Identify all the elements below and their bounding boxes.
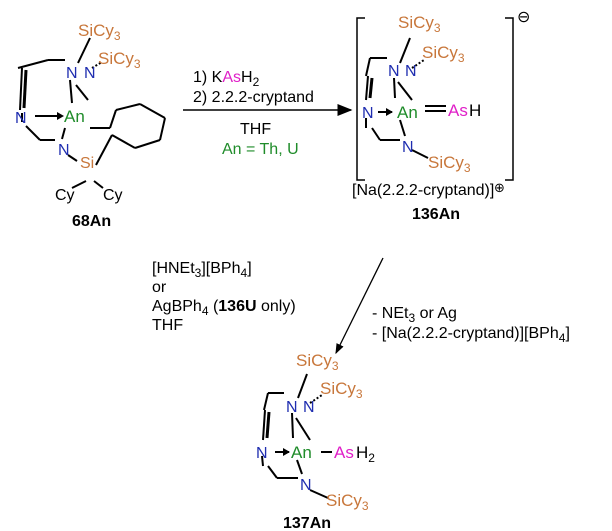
n-label-68-b: N: [84, 65, 96, 82]
reaction-arrow-2: [335, 257, 384, 355]
bonds-68An: [17, 37, 166, 189]
n-label-137-b: N: [303, 399, 315, 416]
n-label-68-bottom: N: [58, 142, 70, 159]
compound-136An: ⊖ ⊕ SiCy3 SiCy3 N N N An As H N: [352, 9, 530, 223]
bonds-136An: [365, 37, 446, 159]
si-label-136-top: SiCy3: [398, 13, 441, 35]
compound-label-68An: 68An: [72, 213, 111, 230]
si-label-137-bottom: SiCy3: [326, 491, 369, 513]
si-label-136-bottom: SiCy3: [428, 153, 471, 175]
bracket-left: [356, 17, 365, 181]
step2-reagent-1: [HNEt3][BPh4]: [152, 260, 252, 280]
n-label-136-left: N: [362, 105, 374, 122]
cy-label-68-right: Cy: [103, 187, 123, 204]
reagent-1: 1) KAsH2: [193, 69, 260, 89]
n-label-68-a: N: [66, 65, 78, 82]
n-label-68-left: N: [15, 110, 27, 127]
si-label-68-top: SiCy3: [78, 21, 121, 43]
h-label-136: H: [469, 101, 481, 120]
compound-137An: SiCy3 SiCy3 N N N An As H2 N SiCy3 137An: [256, 351, 375, 531]
an-label-136: An: [397, 103, 418, 122]
an-label-68: An: [64, 107, 85, 126]
counterion-136: [Na(2.2.2-cryptand)]: [352, 182, 494, 199]
byproduct-1: - NEt3 or Ag: [372, 305, 457, 325]
bracket-right: [505, 17, 514, 181]
si-label-68-right: SiCy3: [98, 49, 141, 71]
compound-label-136An: 136An: [412, 206, 460, 223]
as-label-137: As: [334, 443, 354, 462]
solvent-1: THF: [240, 121, 271, 138]
step1-conditions: 1) KAsH2 2) 2.2.2-cryptand THF An = Th, …: [183, 69, 353, 158]
n-label-136-a: N: [388, 63, 400, 80]
step2-conditions: [HNEt3][BPh4] or AgBPh4 (136U only) THF …: [152, 257, 570, 355]
compound-label-137An: 137An: [283, 515, 331, 531]
si-label-137-right: SiCy3: [320, 379, 363, 401]
h2-label-137: H2: [356, 443, 375, 465]
si-label-136-right: SiCy3: [422, 43, 465, 65]
metal-note: An = Th, U: [222, 141, 299, 158]
step2-or: or: [152, 279, 167, 296]
si-label-137-top: SiCy3: [296, 351, 339, 373]
n-label-136-bottom: N: [402, 139, 414, 156]
an-label-137: An: [291, 443, 312, 462]
cy-label-68-left: Cy: [55, 187, 75, 204]
charge-minus: ⊖: [517, 9, 530, 26]
n-label-137-bottom: N: [300, 477, 312, 494]
n-label-137-left: N: [256, 445, 268, 462]
as-label-136: As: [448, 101, 468, 120]
reagent-2: 2) 2.2.2-cryptand: [193, 89, 314, 106]
step2-solvent: THF: [152, 317, 183, 334]
step2-reagent-2: AgBPh4 (136U only): [152, 298, 296, 318]
si-label-68-bottom: Si: [80, 155, 94, 172]
compound-68An: SiCy3 SiCy3 N N N An N Si Cy Cy 68An: [15, 21, 166, 230]
n-label-136-b: N: [405, 63, 417, 80]
byproduct-2: - [Na(2.2.2-cryptand)][BPh4]: [372, 325, 570, 345]
n-label-137-a: N: [286, 399, 298, 416]
charge-plus: ⊕: [494, 180, 505, 195]
